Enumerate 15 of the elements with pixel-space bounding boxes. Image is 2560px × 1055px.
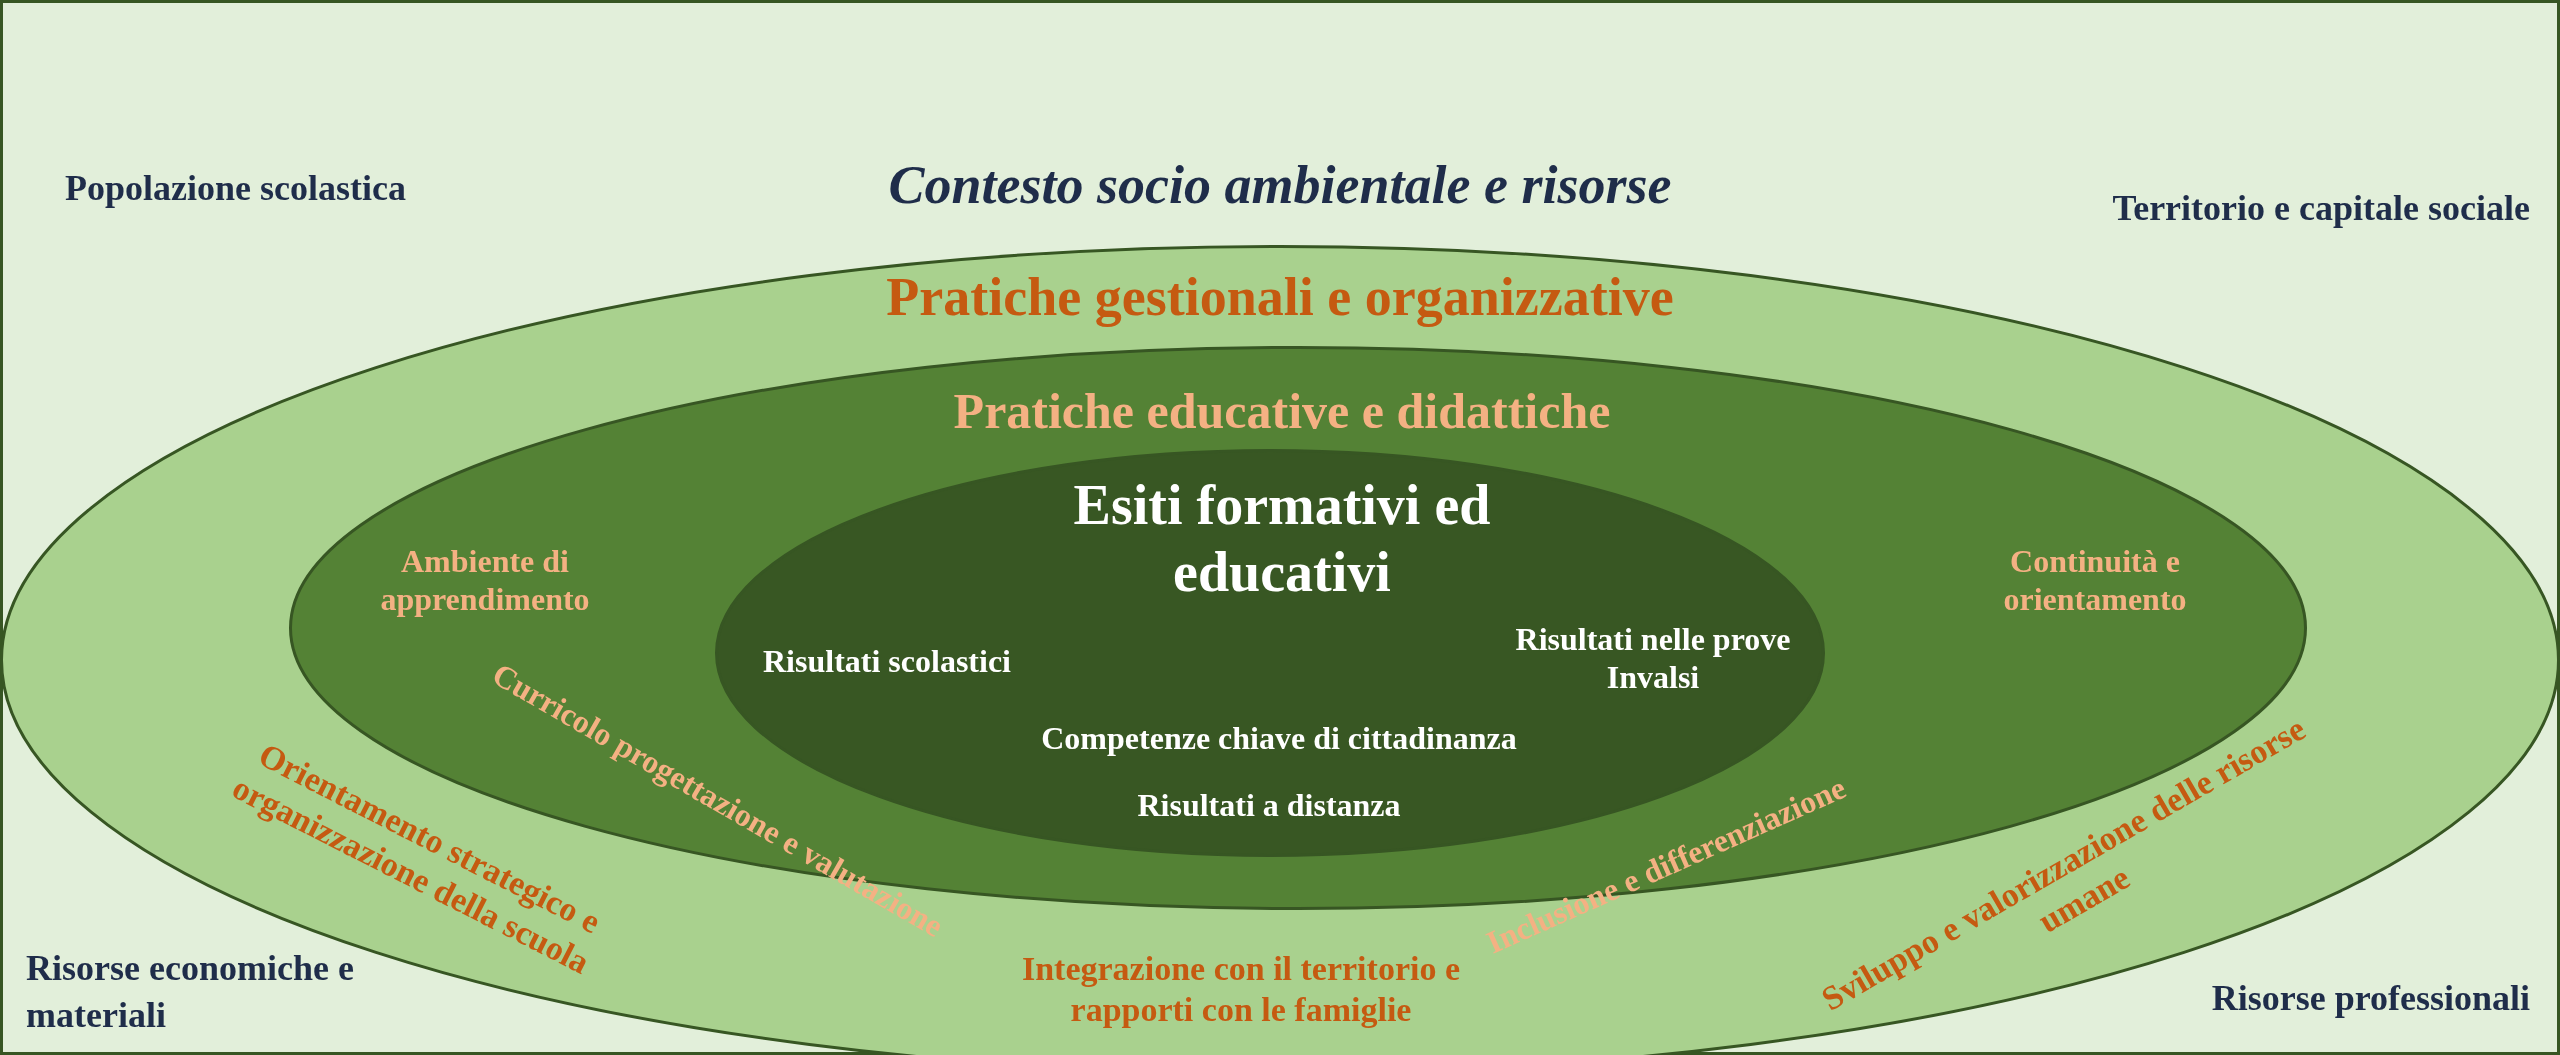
context-title: Contesto socio ambientale e risorse: [887, 153, 1673, 217]
resource-label: Popolazione scolastica: [65, 167, 407, 210]
resource-label: Risorse economiche e materiali: [26, 947, 355, 1037]
outcome-label: Risultati scolastici: [762, 641, 1012, 681]
area-label: Integrazione con il territorio e rapporti con le famiglie: [1020, 949, 1462, 1030]
core-title: Esiti formativi ed educativi: [1072, 472, 1492, 605]
resource-label: Territorio e capitale sociale: [2111, 187, 2530, 230]
ring-title: Pratiche educative e didattiche: [952, 382, 1612, 441]
resource-label: Risorse professionali: [2210, 977, 2530, 1020]
outcome-label: Risultati nelle prove Invalsi: [1514, 619, 1792, 697]
outcome-label: Competenze chiave di cittadinanza: [1040, 718, 1518, 758]
outcome-label: Risultati a distanza: [1136, 785, 1402, 825]
area-label: Ambiente di apprendimento: [379, 541, 591, 619]
ring-title: Pratiche gestionali e organizzative: [885, 265, 1675, 329]
area-label: Continuità e orientamento: [2002, 541, 2188, 619]
